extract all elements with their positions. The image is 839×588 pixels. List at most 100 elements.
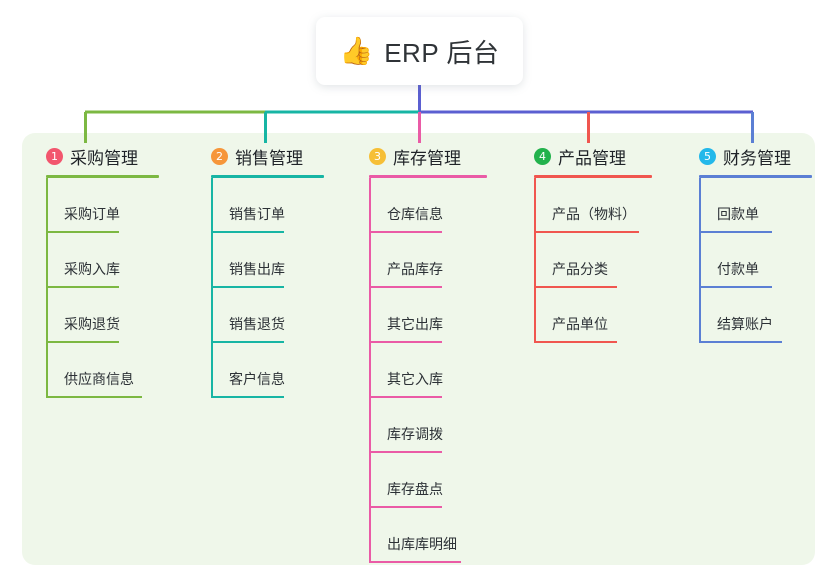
branch-header-3[interactable]: 3 库存管理 (357, 143, 517, 169)
branch-item[interactable]: 销售退货 (199, 288, 349, 343)
branch-item[interactable]: 产品库存 (357, 233, 517, 288)
branch-item-underline (46, 396, 142, 398)
branch-item[interactable]: 销售出库 (199, 233, 349, 288)
branch-title: 财务管理 (723, 148, 791, 168)
branch-item-underline (369, 561, 461, 563)
branch-item-underline (211, 231, 284, 233)
branch-item-list: 回款单付款单结算账户 (687, 178, 837, 343)
branch-item[interactable]: 采购入库 (34, 233, 184, 288)
branch-item-label: 客户信息 (229, 371, 285, 387)
branch-spine (211, 178, 213, 398)
branch-header-underline (534, 175, 652, 178)
thumbs-up-icon: 👍 (339, 35, 374, 67)
branch-item[interactable]: 产品单位 (522, 288, 687, 343)
branch-item[interactable]: 库存调拨 (357, 398, 517, 453)
branch-title: 采购管理 (70, 148, 138, 168)
branch-item[interactable]: 产品分类 (522, 233, 687, 288)
branch-item[interactable]: 客户信息 (199, 343, 349, 398)
branch-header-4[interactable]: 4 产品管理 (522, 143, 687, 169)
branch-column-5: 5 财务管理回款单付款单结算账户 (687, 143, 837, 343)
branch-item-underline (534, 341, 617, 343)
branch-item-label: 产品（物料） (552, 206, 636, 222)
branch-item[interactable]: 付款单 (687, 233, 837, 288)
branch-item-list: 产品（物料） 产品分类产品单位 (522, 178, 687, 343)
branch-header-5[interactable]: 5 财务管理 (687, 143, 837, 169)
branch-number-badge: 5 (699, 147, 716, 165)
branch-number-badge: 1 (46, 147, 63, 165)
branch-item[interactable]: 产品（物料） (522, 178, 687, 233)
branch-item-underline (369, 341, 442, 343)
branch-header-1[interactable]: 1 采购管理 (34, 143, 184, 169)
branch-item-label: 回款单 (717, 206, 759, 222)
branch-item-label: 结算账户 (717, 316, 773, 332)
branch-item-label: 库存调拨 (387, 426, 443, 442)
branch-spine (46, 178, 48, 398)
branch-title: 产品管理 (558, 148, 626, 168)
branch-item-label: 其它出库 (387, 316, 443, 332)
branch-item[interactable]: 回款单 (687, 178, 837, 233)
branch-title: 库存管理 (393, 148, 461, 168)
branch-number-badge: 2 (211, 147, 228, 165)
branch-item-list: 销售订单销售出库销售退货客户信息 (199, 178, 349, 398)
branch-item[interactable]: 其它出库 (357, 288, 517, 343)
branch-item[interactable]: 采购退货 (34, 288, 184, 343)
branch-item-label: 销售订单 (229, 206, 285, 222)
branch-spine (699, 178, 701, 343)
diagram-background-panel (22, 133, 815, 565)
branch-item-underline (211, 396, 284, 398)
branch-title: 销售管理 (235, 148, 303, 168)
branch-item-list: 仓库信息产品库存其它出库其它入库库存调拨库存盘点出库库明细 (357, 178, 517, 563)
branch-column-3: 3 库存管理仓库信息产品库存其它出库其它入库库存调拨库存盘点出库库明细 (357, 143, 517, 563)
branch-item[interactable]: 仓库信息 (357, 178, 517, 233)
branch-item-underline (699, 341, 782, 343)
branch-item-label: 采购入库 (64, 261, 120, 277)
branch-item-underline (534, 231, 639, 233)
branch-item[interactable]: 供应商信息 (34, 343, 184, 398)
branch-item[interactable]: 销售订单 (199, 178, 349, 233)
branch-header-underline (699, 175, 812, 178)
root-node-title: ERP 后台 (384, 37, 500, 68)
branch-item[interactable]: 库存盘点 (357, 453, 517, 508)
branch-number-badge: 3 (369, 147, 386, 165)
branch-item-underline (369, 396, 442, 398)
root-node-card[interactable]: 👍 ERP 后台 (316, 17, 523, 85)
branch-item-label: 出库库明细 (387, 536, 457, 552)
branch-item-label: 产品分类 (552, 261, 608, 277)
branch-item-label: 产品库存 (387, 261, 443, 277)
branch-item-label: 销售退货 (229, 316, 285, 332)
branch-item-underline (369, 506, 442, 508)
branch-spine (369, 178, 371, 563)
branch-column-1: 1 采购管理采购订单采购入库采购退货供应商信息 (34, 143, 184, 398)
branch-item-list: 采购订单采购入库采购退货供应商信息 (34, 178, 184, 398)
branch-item-label: 其它入库 (387, 371, 443, 387)
branch-number-badge: 4 (534, 147, 551, 165)
branch-item-underline (211, 286, 284, 288)
branch-header-2[interactable]: 2 销售管理 (199, 143, 349, 169)
branch-item-underline (699, 286, 772, 288)
branch-item-underline (369, 231, 442, 233)
branch-item-label: 仓库信息 (387, 206, 443, 222)
branch-header-underline (369, 175, 487, 178)
branch-item-underline (46, 341, 119, 343)
branch-item[interactable]: 其它入库 (357, 343, 517, 398)
branch-column-4: 4 产品管理产品（物料） 产品分类产品单位 (522, 143, 687, 343)
branch-spine (534, 178, 536, 343)
branch-item[interactable]: 结算账户 (687, 288, 837, 343)
branch-item-label: 供应商信息 (64, 371, 134, 387)
branch-item-underline (211, 341, 284, 343)
branch-item-underline (699, 231, 772, 233)
branch-item-label: 采购订单 (64, 206, 120, 222)
branch-item-underline (369, 451, 442, 453)
branch-item-label: 销售出库 (229, 261, 285, 277)
branch-item[interactable]: 采购订单 (34, 178, 184, 233)
branch-item-label: 采购退货 (64, 316, 120, 332)
branch-item-underline (46, 286, 119, 288)
branch-item-label: 库存盘点 (387, 481, 443, 497)
branch-item-underline (534, 286, 617, 288)
branch-item-label: 付款单 (717, 261, 759, 277)
branch-item-underline (46, 231, 119, 233)
branch-header-underline (46, 175, 159, 178)
branch-item[interactable]: 出库库明细 (357, 508, 517, 563)
branch-item-underline (369, 286, 442, 288)
